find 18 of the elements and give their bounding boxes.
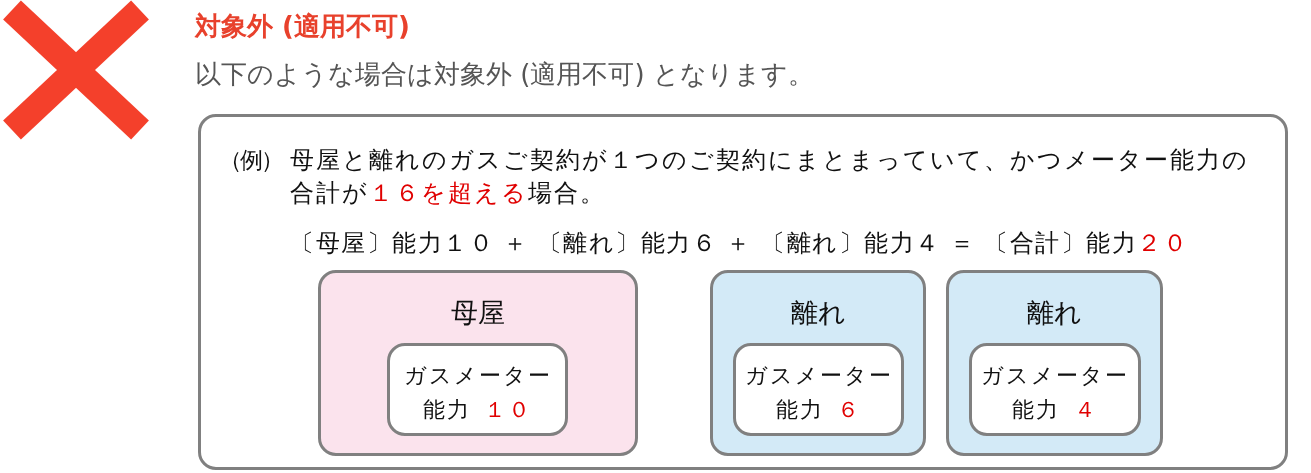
meter-box — [733, 343, 904, 436]
group-box — [946, 270, 1163, 456]
meter-capacity-text: ガスメーター能力 ６ — [743, 362, 894, 424]
group-box — [710, 270, 926, 456]
title: 対象外 (適用不可) — [195, 10, 410, 43]
subtitle: 以下のような場合は対象外 (適用不可) となります。 — [195, 58, 814, 91]
example-marker: （例） — [219, 146, 282, 175]
group-box — [318, 270, 638, 456]
meter-box — [387, 343, 568, 436]
box-heading: 離れ — [1026, 296, 1083, 330]
box-heading: 離れ — [789, 296, 847, 330]
meter-capacity-text: ガスメーター能力 ４ — [980, 362, 1130, 424]
example-sentence: 母屋と離れのガスご契約が１つのご契約にまとまっていて、かつメーター能力の合計が １６を超える 場合。 — [290, 145, 1250, 209]
meter-capacity-text: ガスメーター能力 １０ — [402, 362, 553, 424]
meter-box — [969, 343, 1141, 436]
capacity-equation: 〔母屋〕能力１０ ＋ 〔離れ〕能力６ ＋ 〔離れ〕能力４ ＝ 〔合計〕能力 ２０ — [290, 228, 1189, 259]
example-panel — [198, 114, 1288, 470]
box-heading: 母屋 — [450, 296, 506, 330]
